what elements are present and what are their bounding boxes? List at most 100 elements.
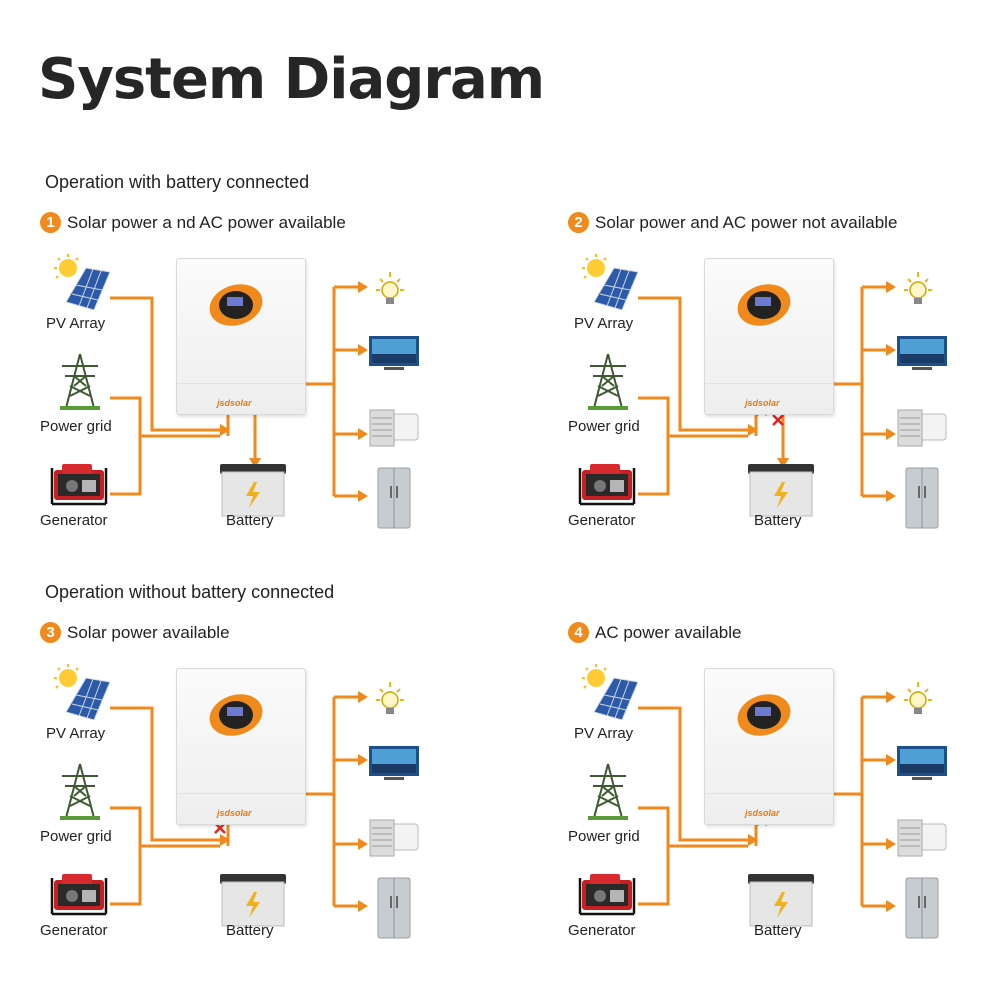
generator-icon — [50, 464, 108, 506]
inverter: jsdsolar — [704, 668, 834, 825]
power-grid — [586, 762, 630, 825]
refrigerator — [904, 876, 940, 945]
power-grid-label: Power grid — [40, 828, 112, 845]
television — [368, 334, 420, 379]
brand-logo: jsdsolar — [217, 808, 252, 818]
inverter: jsdsolar — [176, 258, 306, 415]
inverter-base — [177, 383, 305, 414]
pv-array-label: PV Array — [46, 725, 106, 742]
air-conditioner-icon — [897, 819, 947, 857]
panel-heading: 4 AC power available — [568, 622, 741, 643]
power-grid-label: Power grid — [40, 418, 112, 435]
refrigerator — [376, 876, 412, 945]
inverter-base — [177, 793, 305, 824]
battery — [218, 872, 288, 935]
light-bulb-icon — [376, 682, 404, 714]
battery-label: Battery — [754, 922, 802, 939]
power-flow-lines — [110, 281, 368, 502]
battery-label: Battery — [226, 922, 274, 939]
television-icon — [369, 746, 419, 780]
panel-3: 3 Solar power available — [40, 622, 500, 962]
light-bulb — [898, 270, 938, 313]
battery-label: Battery — [226, 512, 274, 529]
panel-heading-text: Solar power a nd AC power available — [67, 212, 346, 232]
lcd-screen — [755, 707, 771, 716]
brand-logo: jsdsolar — [745, 808, 780, 818]
generator-icon — [578, 464, 636, 506]
disconnect-cross-icon — [772, 414, 784, 426]
air-conditioner-icon — [369, 409, 419, 447]
power-grid-label: Power grid — [568, 828, 640, 845]
generator — [578, 460, 636, 511]
step-badge: 2 — [568, 212, 589, 233]
power-pylon-icon — [60, 763, 100, 820]
television — [368, 744, 420, 789]
refrigerator-icon — [377, 467, 411, 529]
power-pylon-icon — [588, 353, 628, 410]
light-bulb — [370, 270, 410, 313]
page-title: System Diagram — [38, 47, 545, 112]
air-conditioner-icon — [369, 819, 419, 857]
power-pylon-icon — [588, 763, 628, 820]
section-without-battery: Operation without battery connected — [45, 582, 335, 602]
brand-logo: jsdsolar — [217, 398, 252, 408]
television-icon — [369, 336, 419, 370]
air-conditioner — [368, 408, 420, 453]
lcd-screen — [227, 707, 243, 716]
lcd-screen — [227, 297, 243, 306]
lcd-screen — [755, 297, 771, 306]
brand-logo: jsdsolar — [745, 398, 780, 408]
solar-panel-icon — [582, 664, 639, 721]
inverter: jsdsolar — [176, 668, 306, 825]
air-conditioner-icon — [897, 409, 947, 447]
light-bulb-icon — [904, 272, 932, 304]
generator-label: Generator — [568, 922, 636, 939]
television-icon — [897, 746, 947, 780]
light-bulb — [370, 680, 410, 723]
solar-panel-icon — [54, 254, 111, 311]
panel-heading-text: Solar power available — [67, 622, 230, 642]
panel-heading: 3 Solar power available — [40, 622, 230, 643]
panel-heading-text: AC power available — [595, 622, 742, 642]
pv-array — [576, 664, 639, 725]
battery — [218, 462, 288, 525]
panel-2: 2 Solar power and AC power not available — [568, 212, 1000, 552]
power-grid — [586, 352, 630, 415]
sun-icon — [54, 254, 79, 279]
generator-label: Generator — [40, 512, 108, 529]
battery — [746, 462, 816, 525]
panel-heading-text: Solar power and AC power not available — [595, 212, 898, 232]
step-badge: 1 — [40, 212, 61, 233]
battery-icon — [748, 464, 814, 517]
light-bulb — [898, 680, 938, 723]
panel-4: 4 AC power available — [568, 622, 1000, 962]
panel-1: 1 Solar power a nd AC power available — [40, 212, 500, 552]
inverter-base — [705, 383, 833, 414]
pv-array-label: PV Array — [574, 725, 634, 742]
power-grid-label: Power grid — [568, 418, 640, 435]
pv-array-label: PV Array — [574, 315, 634, 332]
generator — [50, 460, 108, 511]
generator-icon — [578, 874, 636, 916]
light-bulb-icon — [376, 272, 404, 304]
television — [896, 334, 948, 379]
light-bulb-icon — [904, 682, 932, 714]
generator-icon — [50, 874, 108, 916]
step-badge: 3 — [40, 622, 61, 643]
step-badge: 4 — [568, 622, 589, 643]
air-conditioner — [896, 408, 948, 453]
power-grid — [58, 352, 102, 415]
generator-label: Generator — [40, 922, 108, 939]
television-icon — [897, 336, 947, 370]
generator-label: Generator — [568, 512, 636, 529]
solar-panel-icon — [54, 664, 111, 721]
refrigerator-icon — [377, 877, 411, 939]
power-pylon-icon — [60, 353, 100, 410]
inverter-base — [705, 793, 833, 824]
battery-icon — [748, 874, 814, 927]
pv-array — [48, 254, 111, 315]
battery-label: Battery — [754, 512, 802, 529]
inverter: jsdsolar — [704, 258, 834, 415]
battery-icon — [220, 874, 286, 927]
sun-icon — [582, 664, 607, 689]
